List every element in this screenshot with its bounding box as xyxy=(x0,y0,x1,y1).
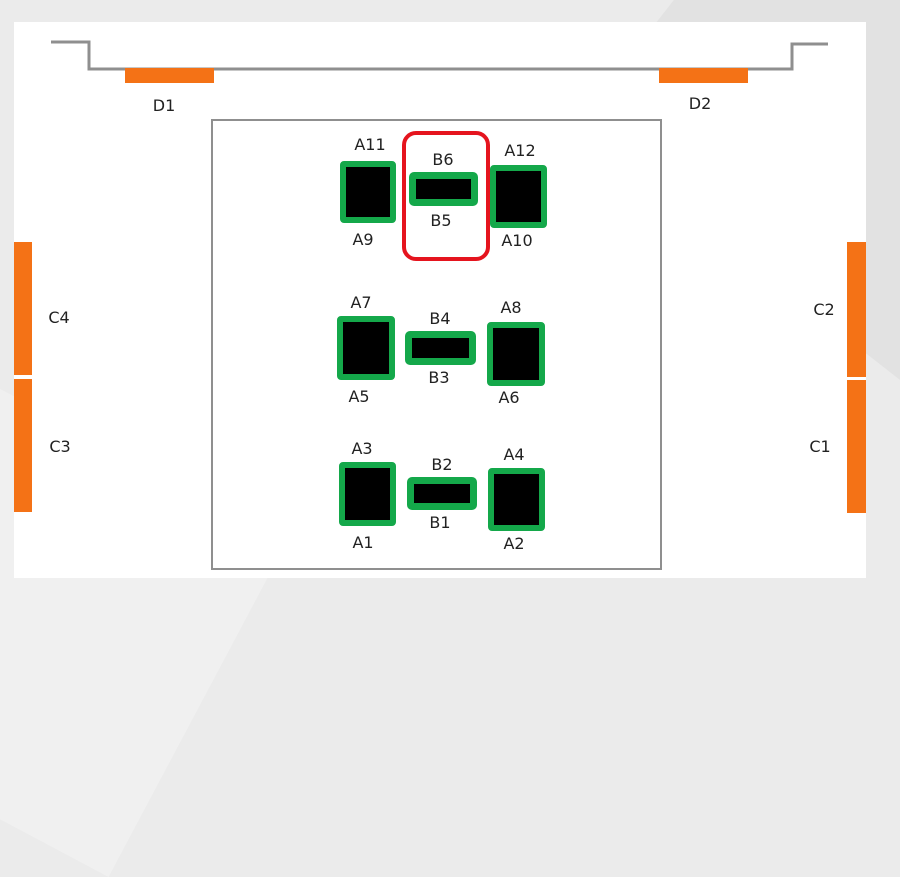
post-label-a8: A8 xyxy=(500,298,522,317)
post-a12-a10 xyxy=(490,165,547,228)
post-a3-a1 xyxy=(339,462,396,526)
bar-label-b1: B1 xyxy=(429,513,451,532)
bar-label-b6: B6 xyxy=(432,150,454,169)
post-label-a9: A9 xyxy=(352,230,374,249)
floor-plan: D1 D2 C4 C3 C2 C1 A11 A9 A12 A10 B6 B5 A… xyxy=(14,22,866,578)
door-d2 xyxy=(659,68,748,83)
post-label-a2: A2 xyxy=(503,534,525,553)
side-unit-c2-label: C2 xyxy=(813,300,835,319)
post-a4-a2 xyxy=(488,468,545,531)
side-unit-c1 xyxy=(847,380,866,513)
bar-label-b3: B3 xyxy=(428,368,450,387)
post-label-a6: A6 xyxy=(498,388,520,407)
side-unit-c2 xyxy=(847,242,866,377)
bar-label-b5: B5 xyxy=(430,211,452,230)
door-d1-label: D1 xyxy=(152,96,176,115)
door-d2-label: D2 xyxy=(688,94,712,113)
bar-label-b4: B4 xyxy=(429,309,451,328)
post-label-a3: A3 xyxy=(351,439,373,458)
post-label-a11: A11 xyxy=(354,135,386,154)
post-label-a10: A10 xyxy=(501,231,533,250)
side-unit-c4 xyxy=(14,242,32,375)
top-wall xyxy=(51,40,828,71)
side-unit-c3 xyxy=(14,379,32,512)
bar-b2-b1 xyxy=(407,477,477,510)
post-label-a1: A1 xyxy=(352,533,374,552)
bar-label-b2: B2 xyxy=(431,455,453,474)
post-label-a12: A12 xyxy=(504,141,536,160)
post-a8-a6 xyxy=(487,322,545,386)
post-a7-a5 xyxy=(337,316,395,380)
inner-area xyxy=(211,119,662,570)
bar-b4-b3 xyxy=(405,331,476,365)
side-unit-c4-label: C4 xyxy=(48,308,70,327)
selection-highlight xyxy=(402,131,490,261)
door-d1 xyxy=(125,68,214,83)
side-unit-c1-label: C1 xyxy=(809,437,831,456)
post-a11-a9 xyxy=(340,161,396,223)
side-unit-c3-label: C3 xyxy=(49,437,71,456)
post-label-a4: A4 xyxy=(503,445,525,464)
bar-b6-b5 xyxy=(409,172,478,206)
post-label-a5: A5 xyxy=(348,387,370,406)
post-label-a7: A7 xyxy=(350,293,372,312)
